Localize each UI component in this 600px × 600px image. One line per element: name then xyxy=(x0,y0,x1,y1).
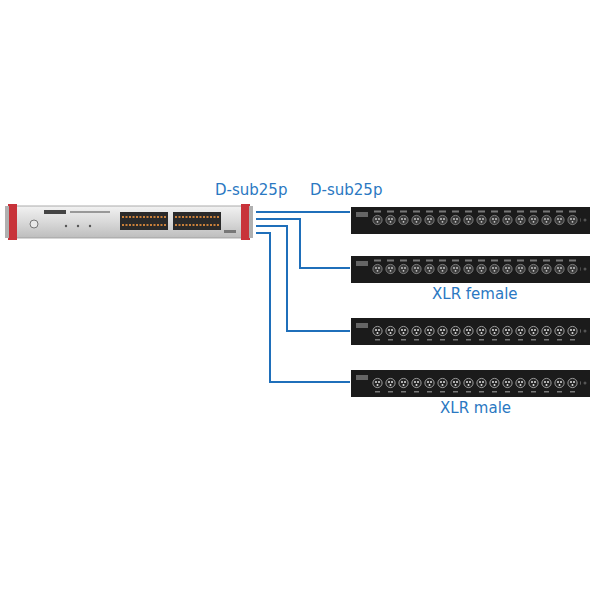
connector-label: D-sub25p xyxy=(215,181,287,199)
xlr-patch-panel xyxy=(351,318,590,345)
xlr-patch-panel xyxy=(351,370,590,397)
interface-unit xyxy=(5,204,253,240)
panel-label: XLR female xyxy=(432,285,518,303)
panel-label: XLR male xyxy=(440,399,511,417)
connector-label: D-sub25p xyxy=(310,181,382,199)
xlr-patch-panel xyxy=(351,207,590,234)
xlr-patch-panel xyxy=(351,256,590,283)
dsub-cable xyxy=(256,212,350,382)
